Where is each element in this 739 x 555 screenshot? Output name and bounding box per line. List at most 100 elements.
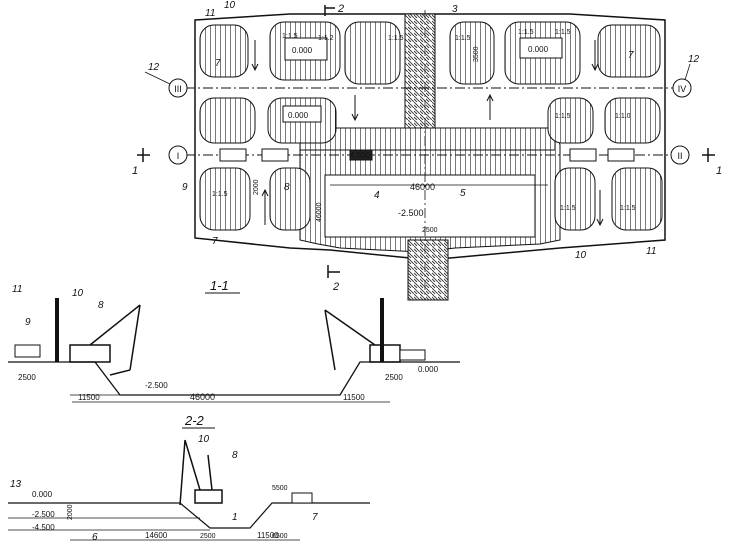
callout-12-left: 12	[148, 62, 160, 73]
s2-elev-mid: -2.500	[32, 510, 55, 519]
s2-elev-low: -4.500	[32, 523, 55, 532]
dim-plan-2500: 2500	[422, 227, 438, 234]
dim-plan-width: 46000	[410, 182, 435, 192]
arrow-road-4	[596, 190, 604, 227]
truck-icon	[14, 344, 41, 358]
exit-trench	[407, 239, 449, 301]
callout-4: 4	[374, 190, 380, 201]
block-n2	[449, 21, 495, 85]
s1-dim-right: 11500	[343, 393, 365, 402]
section-2-ground	[8, 502, 370, 529]
block-nw1	[199, 24, 249, 78]
cut-label-1-right: 1	[716, 165, 722, 177]
callout-12-right: 12	[688, 54, 700, 65]
arrow-road-2	[261, 188, 269, 225]
s1-elev-zero: 0.000	[418, 365, 439, 374]
axis-label-i: I	[177, 151, 180, 161]
slope-nw: 1:1.5	[282, 33, 298, 40]
s2-dim-c: 5500	[272, 485, 288, 492]
callout-7-right: 7	[628, 50, 634, 61]
callout-3: 3	[452, 4, 458, 15]
cut-mark-1-right	[702, 148, 715, 162]
callout-5: 5	[460, 188, 466, 199]
callout-7-bottom: 7	[212, 236, 218, 247]
callout-7-top: 7	[215, 58, 221, 69]
section-title-2-2: 2-2	[184, 413, 205, 428]
axis-marker-ii	[670, 145, 690, 165]
callout-10-bottom: 10	[575, 250, 587, 261]
block-se1	[554, 167, 596, 231]
s2-callout-7: 7	[312, 512, 318, 523]
dim-plan-4500: 4.500	[350, 151, 371, 160]
excavator-right	[324, 309, 401, 371]
axis-label-iii: III	[174, 84, 182, 94]
slope-se2: 1:1.5	[620, 205, 636, 212]
block-ne2	[597, 24, 661, 78]
elev-block-ne: 0.000	[528, 45, 549, 54]
upper-berm	[299, 127, 556, 151]
block-sw1	[199, 167, 251, 231]
arrow-road-5	[351, 95, 359, 122]
cut-mark-1-left	[137, 148, 150, 162]
slope-se: 1:1.5	[560, 205, 576, 212]
axis-marker-iii	[168, 78, 188, 98]
block-section-2	[291, 492, 313, 504]
truck-icon	[399, 349, 426, 361]
slope-sw: 1:1.5	[212, 191, 228, 198]
s2-dim-e: 2500	[200, 533, 216, 540]
section-title-1-1: 1-1	[210, 278, 229, 293]
axis-label-ii: II	[677, 151, 682, 161]
s2-dim-a: 14600	[145, 531, 168, 540]
leader-12-left	[144, 71, 171, 85]
truck-icon	[219, 148, 247, 162]
s1-dim-berm2: 2500	[385, 373, 403, 382]
axis-label-iv: IV	[678, 84, 687, 94]
slope-e2: 1:1.0	[615, 113, 631, 120]
s2-callout-10: 10	[198, 434, 210, 445]
s1-callout-9: 9	[25, 317, 31, 328]
s2-dim-f: 2000	[67, 504, 74, 520]
central-ramp	[404, 13, 436, 135]
block-nw2-top	[284, 37, 328, 61]
dim-plan-depth: 46000	[316, 202, 323, 222]
callout-11-bottom: 11	[646, 246, 656, 257]
s2-callout-8: 8	[232, 450, 238, 461]
arrow-road-1	[251, 40, 259, 72]
elev-pit: -2.500	[398, 208, 424, 218]
slope-nw2: 1:1.2	[318, 35, 334, 42]
s2-callout-13: 13	[10, 479, 22, 490]
leader-12-right	[684, 63, 691, 81]
slope-ne2: 1:1.5	[555, 29, 571, 36]
s1-dim-left: 11500	[78, 393, 100, 402]
excavator-icon	[569, 148, 597, 162]
s2-dim-d: 6500	[272, 533, 288, 540]
excavator-icon	[349, 149, 373, 161]
slope-n2: 1:1.5	[455, 35, 471, 42]
s2-callout-1: 1	[232, 512, 238, 523]
plan-view: III IV I II 1 1 2 2 12 12 11 10 3 7 7 9 …	[132, 0, 722, 301]
cut-mark-2-bottom	[327, 265, 340, 278]
slope-e: 1:1.5	[555, 113, 571, 120]
dim-plan-3500: 3500	[473, 46, 480, 62]
block-se2	[611, 167, 663, 231]
s1-dim-span: 46000	[190, 392, 215, 402]
s1-elev-pit: -2.500	[145, 381, 168, 390]
cut-mark-2-top	[324, 5, 335, 16]
block-e2	[604, 97, 661, 144]
s2-elev-zero: 0.000	[32, 490, 53, 499]
excavator-left	[69, 304, 141, 376]
axis-marker-iv	[672, 78, 692, 98]
arrow-road-6	[486, 93, 494, 120]
elev-block-w: 0.000	[288, 111, 309, 120]
block-w1	[199, 97, 256, 144]
callout-11-top: 11	[205, 8, 215, 19]
pole-left	[55, 298, 59, 362]
cut-label-2-top: 2	[337, 3, 344, 15]
block-w2-top	[282, 105, 322, 123]
callout-10-top: 10	[224, 0, 236, 11]
callout-8: 8	[284, 182, 290, 193]
s2-dim-b: 11500	[257, 531, 279, 540]
elev-block-nw: 0.000	[292, 46, 313, 55]
cut-label-2-bottom: 2	[332, 281, 339, 293]
